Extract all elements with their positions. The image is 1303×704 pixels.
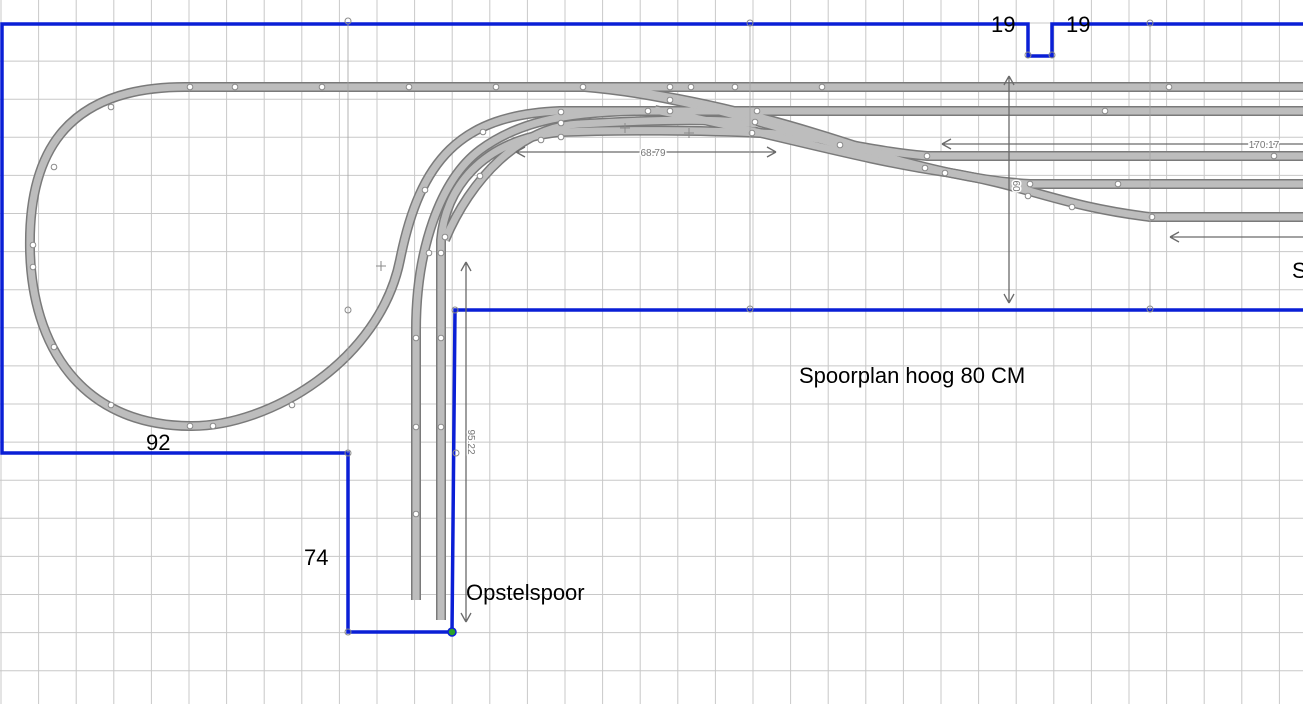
track-siding-1[interactable] <box>412 107 641 600</box>
track-joint <box>209 422 217 430</box>
track-joint <box>50 163 58 171</box>
dimension-arrow-yard <box>941 138 1303 150</box>
track-joint <box>479 128 487 136</box>
track-joint <box>425 249 433 257</box>
track-joint <box>818 83 826 91</box>
track-loop[interactable] <box>26 83 1303 430</box>
track-joint <box>751 118 759 126</box>
track-joint <box>412 510 420 518</box>
track-joint <box>186 422 194 430</box>
track-joint <box>1068 203 1076 211</box>
track-joint <box>107 401 115 409</box>
dimension-left-width: 92 <box>146 430 171 455</box>
track-joint <box>437 249 445 257</box>
track-joint <box>579 83 587 91</box>
board-outline <box>0 22 1303 634</box>
track-joint <box>666 83 674 91</box>
track-joint <box>1114 180 1122 188</box>
track-joint <box>731 83 739 91</box>
track-joint <box>666 96 674 104</box>
track-joint <box>666 107 674 115</box>
track-joint <box>687 83 695 91</box>
track-joint <box>557 133 565 141</box>
track-joints <box>29 83 1278 518</box>
track-joint <box>412 423 420 431</box>
dimension-yard-text: 170.17 <box>1249 140 1280 151</box>
dimension-arrow-siding <box>460 261 472 623</box>
track-joint <box>318 83 326 91</box>
track-joint <box>753 107 761 115</box>
crosshair-markers <box>376 123 694 271</box>
track-joint <box>1101 107 1109 115</box>
track-joint <box>557 108 565 116</box>
dimension-arrow-curve <box>515 146 777 158</box>
track-crossing[interactable] <box>599 83 922 172</box>
tracks <box>24 81 1303 620</box>
dimension-vertical-text: 60 <box>1010 180 1021 192</box>
track-joint <box>107 103 115 111</box>
dimension-arrow-vertical <box>1003 75 1015 304</box>
siding-label: Opstelspoor <box>466 580 585 605</box>
board-upper-outline <box>0 22 1303 634</box>
track-joint <box>186 83 194 91</box>
track-joint <box>537 136 545 144</box>
track-joint <box>441 233 449 241</box>
track-joint <box>1148 213 1156 221</box>
track-joint <box>421 186 429 194</box>
track-joint <box>1026 180 1034 188</box>
dimension-curve-text: 68.79 <box>640 148 665 159</box>
track-joint <box>921 164 929 172</box>
track-joint <box>492 83 500 91</box>
selected-point-marker[interactable] <box>447 627 457 637</box>
track-loop-edge <box>24 81 1303 432</box>
truncated-label: S <box>1292 258 1303 283</box>
track-joint <box>836 141 844 149</box>
dimension-notch-right: 19 <box>1066 12 1091 37</box>
plan-title-note: Spoorplan hoog 80 CM <box>799 363 1026 388</box>
track-joint <box>437 334 445 342</box>
track-joint <box>557 119 565 127</box>
track-joint <box>29 241 37 249</box>
track-joint <box>748 129 756 137</box>
dimension-lines <box>347 24 1303 623</box>
track-joint <box>405 83 413 91</box>
track-joint <box>941 169 949 177</box>
dimension-notch-left: 19 <box>991 12 1016 37</box>
track-joint <box>923 152 931 160</box>
dimension-arrow-lower <box>1169 231 1303 243</box>
track-joint <box>1024 192 1032 200</box>
track-joint <box>1270 152 1278 160</box>
track-joint <box>644 107 652 115</box>
track-joint <box>231 83 239 91</box>
track-joint <box>437 423 445 431</box>
track-joint <box>50 343 58 351</box>
track-joint <box>412 334 420 342</box>
dimension-lower-depth: 74 <box>304 545 329 570</box>
dimension-siding-text: 95.22 <box>465 429 476 454</box>
track-joint <box>288 401 296 409</box>
track-joint <box>1165 83 1173 91</box>
track-joint <box>29 263 37 271</box>
outline-markers <box>344 17 1154 636</box>
track-joint <box>476 172 484 180</box>
